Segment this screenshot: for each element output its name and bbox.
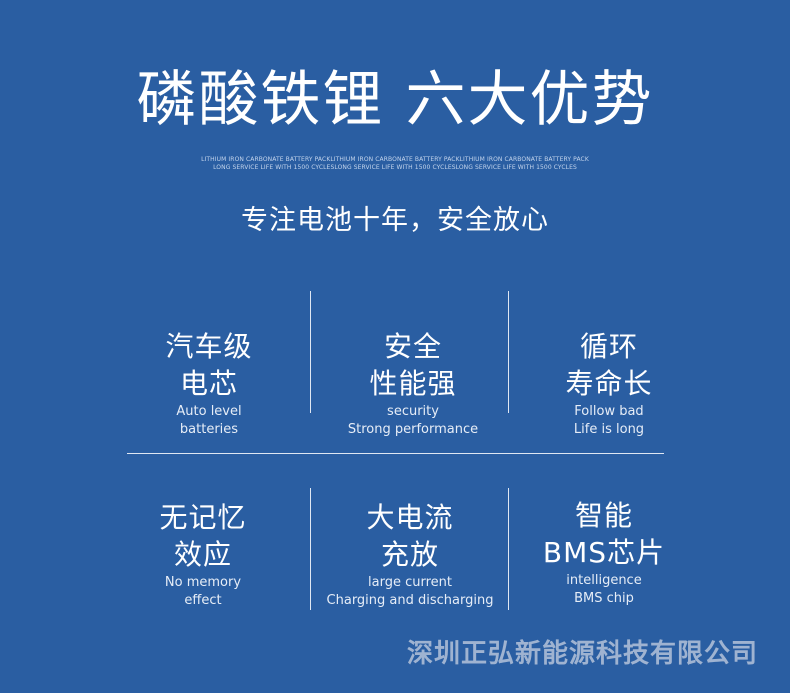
divider-horizontal [127,453,664,454]
feature-long-cycle-life: 循环 寿命长 Follow bad Life is long [509,328,709,438]
feature-title-line-1: 汽车级 [165,330,253,363]
feature-desc-line-1: No memory [164,575,242,590]
feature-title-line-1: 无记忆 [159,501,247,534]
feature-no-memory-effect: 无记忆 效应 No memory effect [103,499,303,609]
feature-title-line-2: 电芯 [179,367,238,400]
feature-desc-line-2: Charging and discharging [326,593,494,608]
feature-desc-line-1: security [387,404,439,419]
feature-desc-line-2: effect [184,593,222,608]
feature-title-line-1: 大电流 [366,501,454,534]
feature-auto-level-cells: 汽车级 电芯 Auto level batteries [109,328,309,438]
english-tagline-1: LITHIUM IRON CARBONATE BATTERY PACKLITHI… [201,156,589,163]
feature-desc-line-1: large current [368,575,452,590]
feature-safety-performance: 安全 性能强 security Strong performance [313,328,513,438]
divider-vertical-top-left [310,291,311,413]
feature-desc-line-2: batteries [179,422,239,437]
subtitle: 专注电池十年，安全放心 [241,205,549,236]
feature-title-line-1: 安全 [383,330,442,363]
feature-title-line-2: 充放 [380,538,439,571]
feature-title-line-1: 循环 [579,330,638,363]
feature-desc-line-1: Auto level [176,404,242,419]
feature-title-line-2: BMS芯片 [542,536,666,569]
feature-desc-line-1: Follow bad [574,404,644,419]
divider-vertical-bottom-left [310,488,311,610]
english-tagline-2: LONG SERVICE LIFE WITH 1500 CYCLESLONG S… [213,164,577,171]
feature-desc-line-2: Life is long [573,422,645,437]
feature-title-line-2: 性能强 [369,367,457,400]
divider-vertical-bottom-right [508,488,509,610]
feature-title-line-2: 寿命长 [565,367,653,400]
feature-desc-line-2: Strong performance [347,422,479,437]
feature-title-line-2: 效应 [173,538,232,571]
company-name: 深圳正弘新能源科技有限公司 [406,639,758,669]
feature-smart-bms: 智能 BMS芯片 intelligence BMS chip [504,497,704,607]
feature-desc-line-1: intelligence [566,573,642,588]
page-title: 磷酸铁锂 六大优势 [136,65,654,135]
feature-high-current: 大电流 充放 large current Charging and discha… [310,499,510,609]
feature-desc-line-2: BMS chip [574,591,634,606]
divider-vertical-top-right [508,291,509,413]
feature-title-line-1: 智能 [574,499,633,532]
